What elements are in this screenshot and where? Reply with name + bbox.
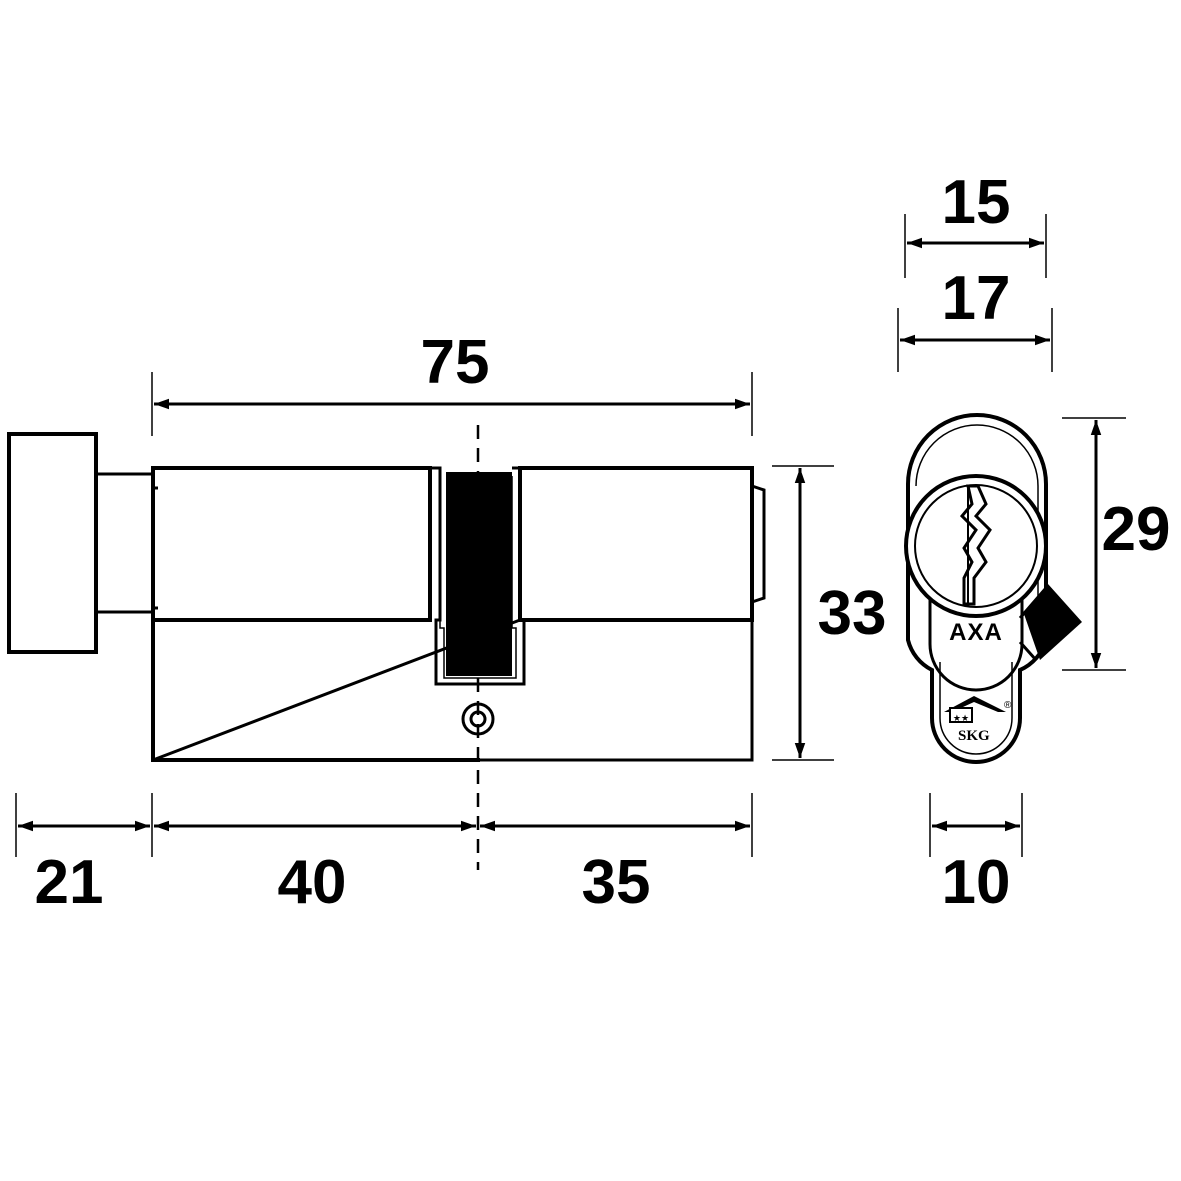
skg-stars-icon: ★★ xyxy=(953,714,969,724)
skg-registered-mark: ® xyxy=(1004,700,1012,711)
side-view xyxy=(7,425,766,870)
cylinder-bottom-body xyxy=(152,618,754,762)
profile-outline-inner xyxy=(915,424,1039,636)
cylinder-left-half xyxy=(151,466,480,762)
cylinder-right-half xyxy=(518,466,754,622)
profile-lower-inner xyxy=(939,662,1013,755)
skg-text: SKG xyxy=(958,728,990,744)
key-side-length-label: 35 xyxy=(582,848,651,917)
knob-joint-marks xyxy=(153,486,158,610)
knob-spindle xyxy=(96,472,153,614)
skg-certification-logo: ★★ SKG ® xyxy=(944,696,1012,744)
profile-height-label: 29 xyxy=(1102,495,1171,564)
height-label: 33 xyxy=(818,579,887,648)
brand-plate xyxy=(928,600,1024,692)
knob-length-label: 21 xyxy=(35,848,104,917)
side-view-dimensions: 75 33 21 40 35 xyxy=(15,328,887,917)
end-cap xyxy=(751,484,766,604)
overall-length-label: 75 xyxy=(421,328,490,397)
outer-width-label: 17 xyxy=(942,264,1011,333)
cam-outline-inner xyxy=(439,476,517,679)
knob-side-length-label: 40 xyxy=(278,848,347,917)
profile-view-dimensions: 15 17 29 10 xyxy=(897,168,1171,917)
skg-house-body xyxy=(949,707,973,723)
cam-lever xyxy=(1024,584,1082,660)
inner-width-label: 15 xyxy=(942,168,1011,237)
axa-logo-text: AXA xyxy=(949,619,1003,646)
profile-view: AXA ★★ SKG ® xyxy=(904,413,1082,764)
thumb-turn-knob xyxy=(7,432,98,654)
cam-lever-edge xyxy=(1018,587,1048,661)
cam-width-label: 10 xyxy=(942,848,1011,917)
